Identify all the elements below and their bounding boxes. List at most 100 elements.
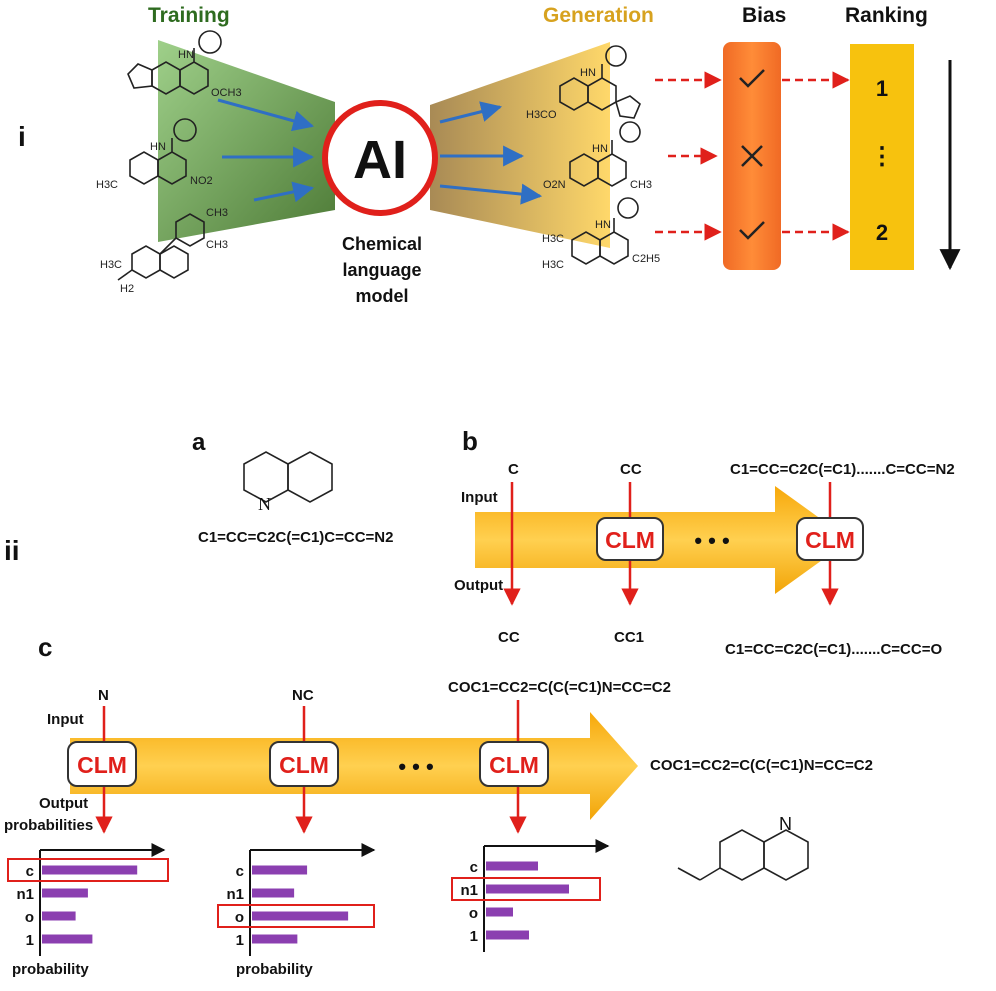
- generated-label-3: HN: [592, 143, 608, 155]
- training-label-1: HN: [178, 49, 194, 61]
- panel-c-dots: • • •: [398, 754, 433, 779]
- panel-b-label: b: [462, 426, 478, 456]
- panel-b-output-1: CC: [498, 629, 520, 646]
- training-label-9: H2: [120, 283, 134, 295]
- chart-3-bar: [486, 907, 513, 917]
- cross-icon: [741, 145, 763, 167]
- ai-circle: [322, 100, 438, 216]
- generated-molecule-2: [569, 121, 641, 187]
- chart-3-category-label: 1: [470, 928, 478, 945]
- panel-b-output-2: CC1: [614, 629, 644, 646]
- check-icon: [739, 221, 765, 240]
- chart-1-bar: [42, 888, 88, 898]
- generated-label-8: H3C: [542, 259, 564, 271]
- quinoline-smiles: C1=CC=C2C(=C1)C=CC=N2: [198, 529, 393, 546]
- training-molecule-2: [129, 118, 197, 185]
- training-label-5: NO2: [190, 175, 213, 187]
- chart-1-category-label: c: [26, 863, 34, 880]
- training-label-7: CH3: [206, 239, 228, 251]
- training-molecule-1: [127, 30, 222, 95]
- training-label-6: CH3: [206, 207, 228, 219]
- panel-b-clm-box-1: [596, 517, 664, 561]
- ranking-box: [850, 44, 914, 270]
- panel-c-clm-label-3: CLM: [489, 752, 539, 778]
- model-label-line-1: Chemical: [342, 234, 422, 254]
- chart-1-axis-label: probability: [12, 961, 89, 978]
- generated-molecule-1: [559, 45, 641, 119]
- training-header: Training: [148, 4, 230, 27]
- panel-b-input-label: Input: [461, 489, 498, 506]
- model-label-line-2: language: [342, 260, 421, 280]
- generated-label-5: CH3: [630, 179, 652, 191]
- training-arrow-3: [253, 181, 315, 203]
- chart-1-bar: [42, 911, 76, 921]
- panel-b-output-label: Output: [454, 577, 503, 594]
- chart-2-axis-label: probability: [236, 961, 313, 978]
- training-label-3: HN: [150, 141, 166, 153]
- generated-label-1: HN: [580, 67, 596, 79]
- chart-3-category-label: c: [470, 859, 478, 876]
- panel-b-output-3: C1=CC=C2C(=C1).......C=CC=O: [725, 641, 942, 658]
- chart-1-bar: [42, 934, 93, 944]
- ai-label: AI: [353, 130, 407, 190]
- chart-3-bar: [486, 930, 529, 940]
- generated-label-9: C2H5: [632, 253, 660, 265]
- generated-molecule-3: [571, 197, 639, 265]
- rank-1: 1: [876, 76, 888, 101]
- chart-1-selected-highlight: [7, 858, 169, 882]
- chart-2-bar: [252, 888, 295, 898]
- quinoline-structure: [243, 451, 333, 503]
- panel-c-flow-arrow: [70, 712, 638, 820]
- section-ii-label: ii: [4, 535, 20, 566]
- training-label-2: OCH3: [211, 87, 242, 99]
- panel-b-clm-label-1: CLM: [605, 527, 655, 553]
- chart-1-category-label: o: [25, 909, 34, 926]
- panel-c-clm-box-2: [269, 741, 339, 787]
- panel-b-clm-label-2: CLM: [805, 527, 855, 553]
- bias-header: Bias: [742, 4, 786, 27]
- chart-2-category-label: n1: [226, 886, 244, 903]
- methoxyquinoline-n-atom: N: [779, 814, 792, 834]
- panel-a-label: a: [192, 429, 206, 456]
- panel-c-input-3: COC1=CC2=C(C(=C1)N=CC=C2: [448, 679, 671, 696]
- quinoline-n-atom: N: [258, 494, 271, 514]
- panel-c-output-label-line-2: probabilities: [4, 817, 93, 834]
- panel-c-clm-box-3: [479, 741, 549, 787]
- model-label-line-3: model: [355, 286, 408, 306]
- generation-header: Generation: [543, 4, 654, 27]
- check-icon: [739, 69, 765, 88]
- panel-b-dots: • • •: [694, 528, 729, 553]
- generated-label-7: H3C: [542, 233, 564, 245]
- panel-c-input-label: Input: [47, 711, 84, 728]
- panel-c-input-1: N: [98, 687, 109, 704]
- rank-2: 2: [876, 220, 888, 245]
- generation-funnel: [430, 42, 610, 248]
- training-arrow-1: [217, 98, 315, 132]
- ranking-header: Ranking: [845, 4, 928, 27]
- generation-arrow-1: [439, 101, 503, 124]
- chart-2-bar: [252, 911, 349, 921]
- panel-b-clm-box-2: [796, 517, 864, 561]
- panel-b-input-2: CC: [620, 461, 642, 478]
- chart-3-category-label: o: [469, 905, 478, 922]
- section-i-label: i: [18, 121, 26, 152]
- generation-arrow-3: [439, 183, 543, 205]
- chart-1-category-label: n1: [16, 886, 34, 903]
- chart-3-bar: [486, 861, 538, 871]
- chart-1-category-label: 1: [26, 932, 34, 949]
- panel-c-clm-label-2: CLM: [279, 752, 329, 778]
- chart-1-bar: [42, 865, 138, 875]
- chart-2-selected-highlight: [217, 904, 375, 928]
- training-label-8: H3C: [100, 259, 122, 271]
- chart-2-category-label: c: [236, 863, 244, 880]
- generated-label-4: O2N: [543, 179, 566, 191]
- panel-c-clm-label-1: CLM: [77, 752, 127, 778]
- chart-3-bar: [486, 884, 569, 894]
- panel-c-result-smiles: COC1=CC2=C(C(=C1)N=CC=C2: [650, 757, 873, 774]
- generated-label-2: H3CO: [526, 109, 557, 121]
- generated-label-6: HN: [595, 219, 611, 231]
- chart-2-category-label: 1: [236, 932, 244, 949]
- panel-b-input-1: C: [508, 461, 519, 478]
